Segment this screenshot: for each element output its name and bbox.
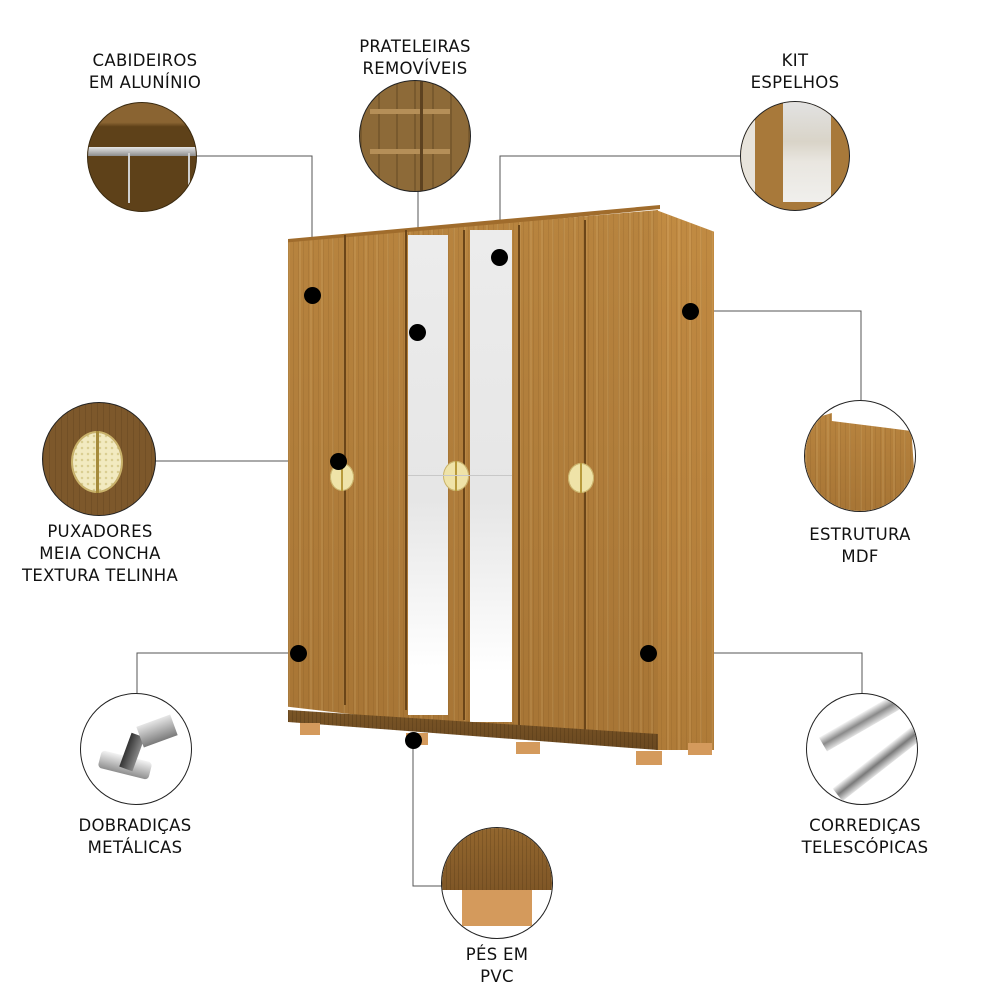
foot (688, 743, 712, 755)
clothes-rail-icon (87, 102, 197, 212)
marker-dot-corredicas (640, 645, 657, 662)
wardrobe-illustration (288, 205, 716, 770)
marker-dot-dobradicas (290, 645, 307, 662)
line-estrutura (690, 310, 862, 400)
line-dobradicas (136, 652, 298, 693)
foot (300, 723, 320, 735)
marker-dot-cabideiros (304, 287, 321, 304)
marker-dot-pes (405, 732, 422, 749)
shelves-icon (359, 80, 471, 192)
foot (516, 742, 540, 754)
mdf-panel-icon (804, 400, 916, 512)
half-shell-handle-icon (42, 402, 156, 516)
mirror-icon (740, 101, 850, 211)
telescopic-slide-icon (806, 693, 918, 805)
side-panel (656, 210, 714, 750)
door-handle (568, 463, 594, 493)
foot (636, 751, 662, 765)
marker-dot-estrutura (682, 303, 699, 320)
mirror-right (470, 230, 512, 722)
line-pes (412, 740, 442, 887)
marker-dot-espelhos (491, 249, 508, 266)
pvc-foot-icon (441, 827, 553, 939)
marker-dot-prateleiras (409, 324, 426, 341)
marker-dot-puxadores (330, 453, 347, 470)
metal-hinge-icon (80, 693, 192, 805)
line-corredicas (650, 652, 863, 693)
door-handle (443, 461, 469, 491)
